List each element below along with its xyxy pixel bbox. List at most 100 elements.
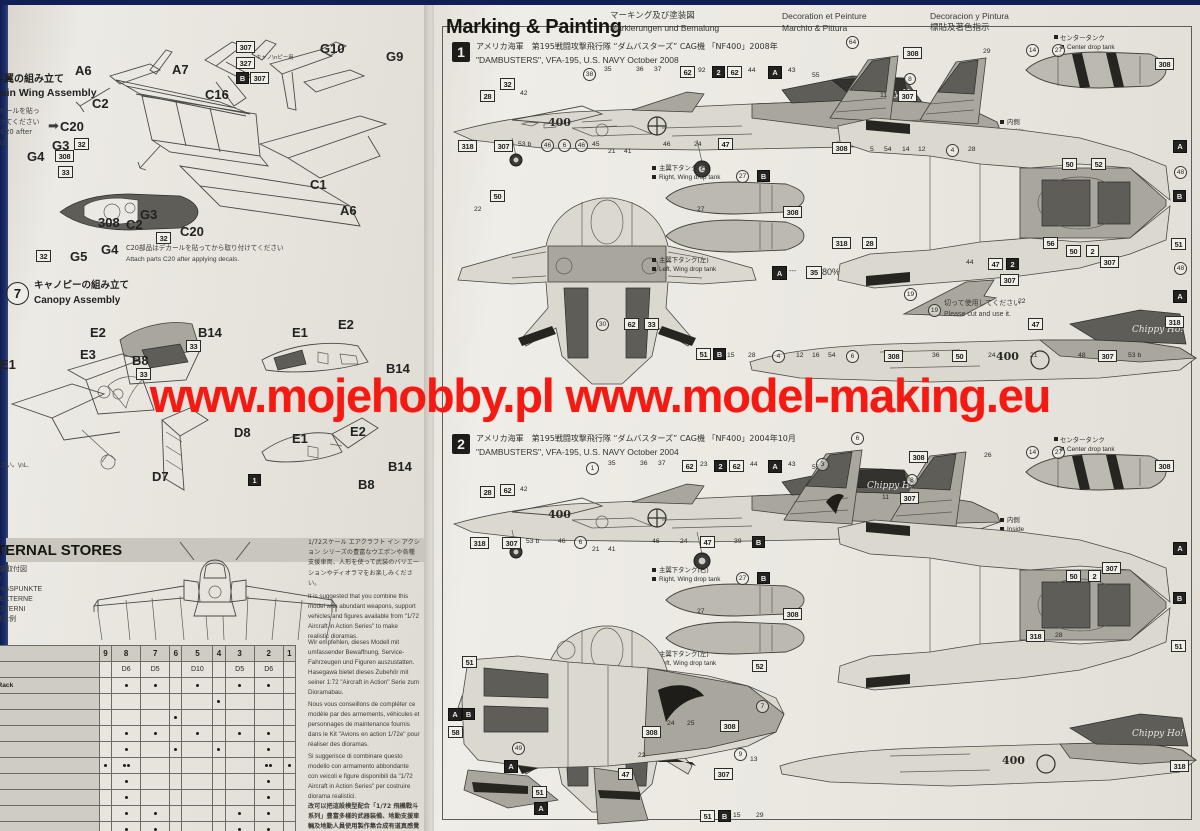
station-col-header: 9 (98, 645, 113, 662)
callout-29: 29 (983, 48, 991, 55)
store-cell (212, 677, 226, 694)
stores-subtitle-2: FFNUNGSPUNKTE (0, 586, 43, 593)
scheme-1-en-caption: "DAMBUSTERS", VFA-195, U.S. NAVY October… (476, 55, 679, 65)
paint-code-47e: 47 (618, 768, 633, 780)
step6-note-jp: C20部品はデカールを貼ってから取り付けてください (126, 244, 284, 252)
store-cell (111, 757, 142, 774)
callout-36b: 36 (932, 352, 940, 359)
store-cell (111, 805, 142, 822)
canopy-bottom-note: さい。\nL. (0, 462, 30, 469)
paint-code-B9: B (718, 810, 731, 822)
callout-46b: 46 (575, 139, 588, 152)
paint-code-B8: B (462, 708, 475, 720)
callout-22d: 22 (638, 752, 646, 759)
store-cell (224, 789, 255, 806)
paint-code-50b: 50 (1062, 158, 1077, 170)
store-cell (140, 789, 171, 806)
store-cell (111, 725, 142, 742)
paint-code-B3: B (1173, 190, 1186, 202)
store-cell (98, 661, 113, 678)
callout-13: 13 (750, 756, 758, 763)
scheme-1-cutout-fin (902, 279, 998, 317)
callout-25: 25 (687, 720, 695, 727)
store-cell (98, 741, 113, 758)
store-cell (111, 693, 142, 710)
legend-en: Right, Wing drop tank (659, 173, 721, 181)
callout-54: 54 (884, 146, 892, 153)
callout-4: 4 (946, 144, 959, 157)
legend-jp: 主翼下タンク(右) (659, 164, 709, 172)
arrow-marker: ➡ (48, 118, 59, 133)
callout-43: 43 (788, 67, 796, 74)
mix-note-color-1: 35 (806, 266, 822, 279)
callout-24: 24 (694, 141, 702, 148)
store-cell (111, 773, 142, 790)
store-cell (224, 805, 255, 822)
callout-37b: 37 (658, 460, 666, 467)
legend-jp: センタータンク (1060, 34, 1105, 42)
paint-code-318b: 318 (832, 237, 851, 249)
paint-code-B-left: B (236, 72, 249, 84)
store-row-label: Vertical Ejector Rack (0, 677, 100, 694)
paint-code-28a: 28 (480, 90, 495, 102)
paint-code-303: 308 (720, 720, 739, 732)
callout-21c: 21 (592, 546, 600, 553)
callout-92: 92 (698, 67, 706, 74)
scan-edge-top (0, 0, 1200, 5)
paint-code-A1: A (768, 66, 782, 79)
store-cell (181, 709, 214, 726)
scheme-1-right-wing-tank (665, 181, 805, 215)
header-it-line: Marchio & Pittura (782, 23, 848, 33)
paint-code-308e: 308 (909, 451, 928, 463)
store-cell (169, 693, 183, 710)
store-cell (98, 709, 113, 726)
callout-53b3: 53 b (526, 538, 540, 545)
stores-front-view-aircraft (93, 541, 337, 641)
store-cell (169, 757, 183, 774)
paint-code-32-left2: 32 (36, 250, 51, 262)
scheme-2-left-wing-tank (665, 621, 805, 655)
note-lang-cn: 改可以把這設模型配合「1/72 飛機戰斗系列」豊富多樣的武器装備、地勤支援車輛及… (308, 803, 420, 830)
paint-code-51c: 51 (1171, 640, 1186, 652)
legend-right-wing-tank-1: 主翼下タンク(右) Right, Wing drop tank (652, 164, 720, 182)
store-cell (212, 693, 226, 710)
paint-code-307e: 307 (1098, 350, 1117, 362)
store-cell (98, 789, 113, 806)
paint-code-A5: A (1173, 542, 1187, 555)
paint-code-A7: A (448, 708, 462, 721)
header-de-line: Markierungen und Bemalung (610, 23, 720, 33)
store-cell (282, 773, 297, 790)
paint-code-308-left1: 308 (55, 150, 74, 162)
callout-11b: 11 (882, 494, 890, 501)
paint-code-308h: 308 (642, 726, 661, 738)
station-col-header: 4 (212, 645, 226, 662)
part-label-B14a: B14 (198, 325, 222, 340)
scheme-2-number: 2 (452, 434, 470, 454)
callout-14c: 14 (1026, 446, 1039, 459)
callout-9: 9 (734, 748, 747, 761)
callout-24c: 24 (680, 538, 688, 545)
store-cell (181, 773, 214, 790)
part-label-E1b: E1 (292, 325, 308, 340)
callout-1: 1 (586, 462, 599, 475)
scheme-2-side-profile-bottom: Chippy Ho! 400 (779, 713, 1198, 787)
paint-code-51d: 51 (462, 656, 477, 668)
store-cell (224, 821, 255, 831)
paint-code-50d: 50 (952, 350, 967, 362)
part-label-E3: E3 (80, 347, 96, 362)
store-cell (181, 677, 214, 694)
callout-41c: 41 (608, 546, 616, 553)
legend-jp: センタータンク (1060, 436, 1105, 444)
callout-21: 21 (608, 148, 616, 155)
callout-53b: 53 b (518, 141, 532, 148)
stores-subtitle-5: 装備示例 (0, 615, 16, 623)
store-row-label (0, 805, 100, 822)
legend-center-drop-tank-2: センタータンク Center drop tank (1060, 436, 1115, 454)
store-cell (253, 709, 284, 726)
callout-28c: 28 (968, 146, 976, 153)
store-cell (253, 757, 284, 774)
callout-37: 37 (654, 66, 662, 73)
store-cell (169, 773, 183, 790)
header-jp-line: マーキング及び塗装図 (610, 11, 695, 21)
